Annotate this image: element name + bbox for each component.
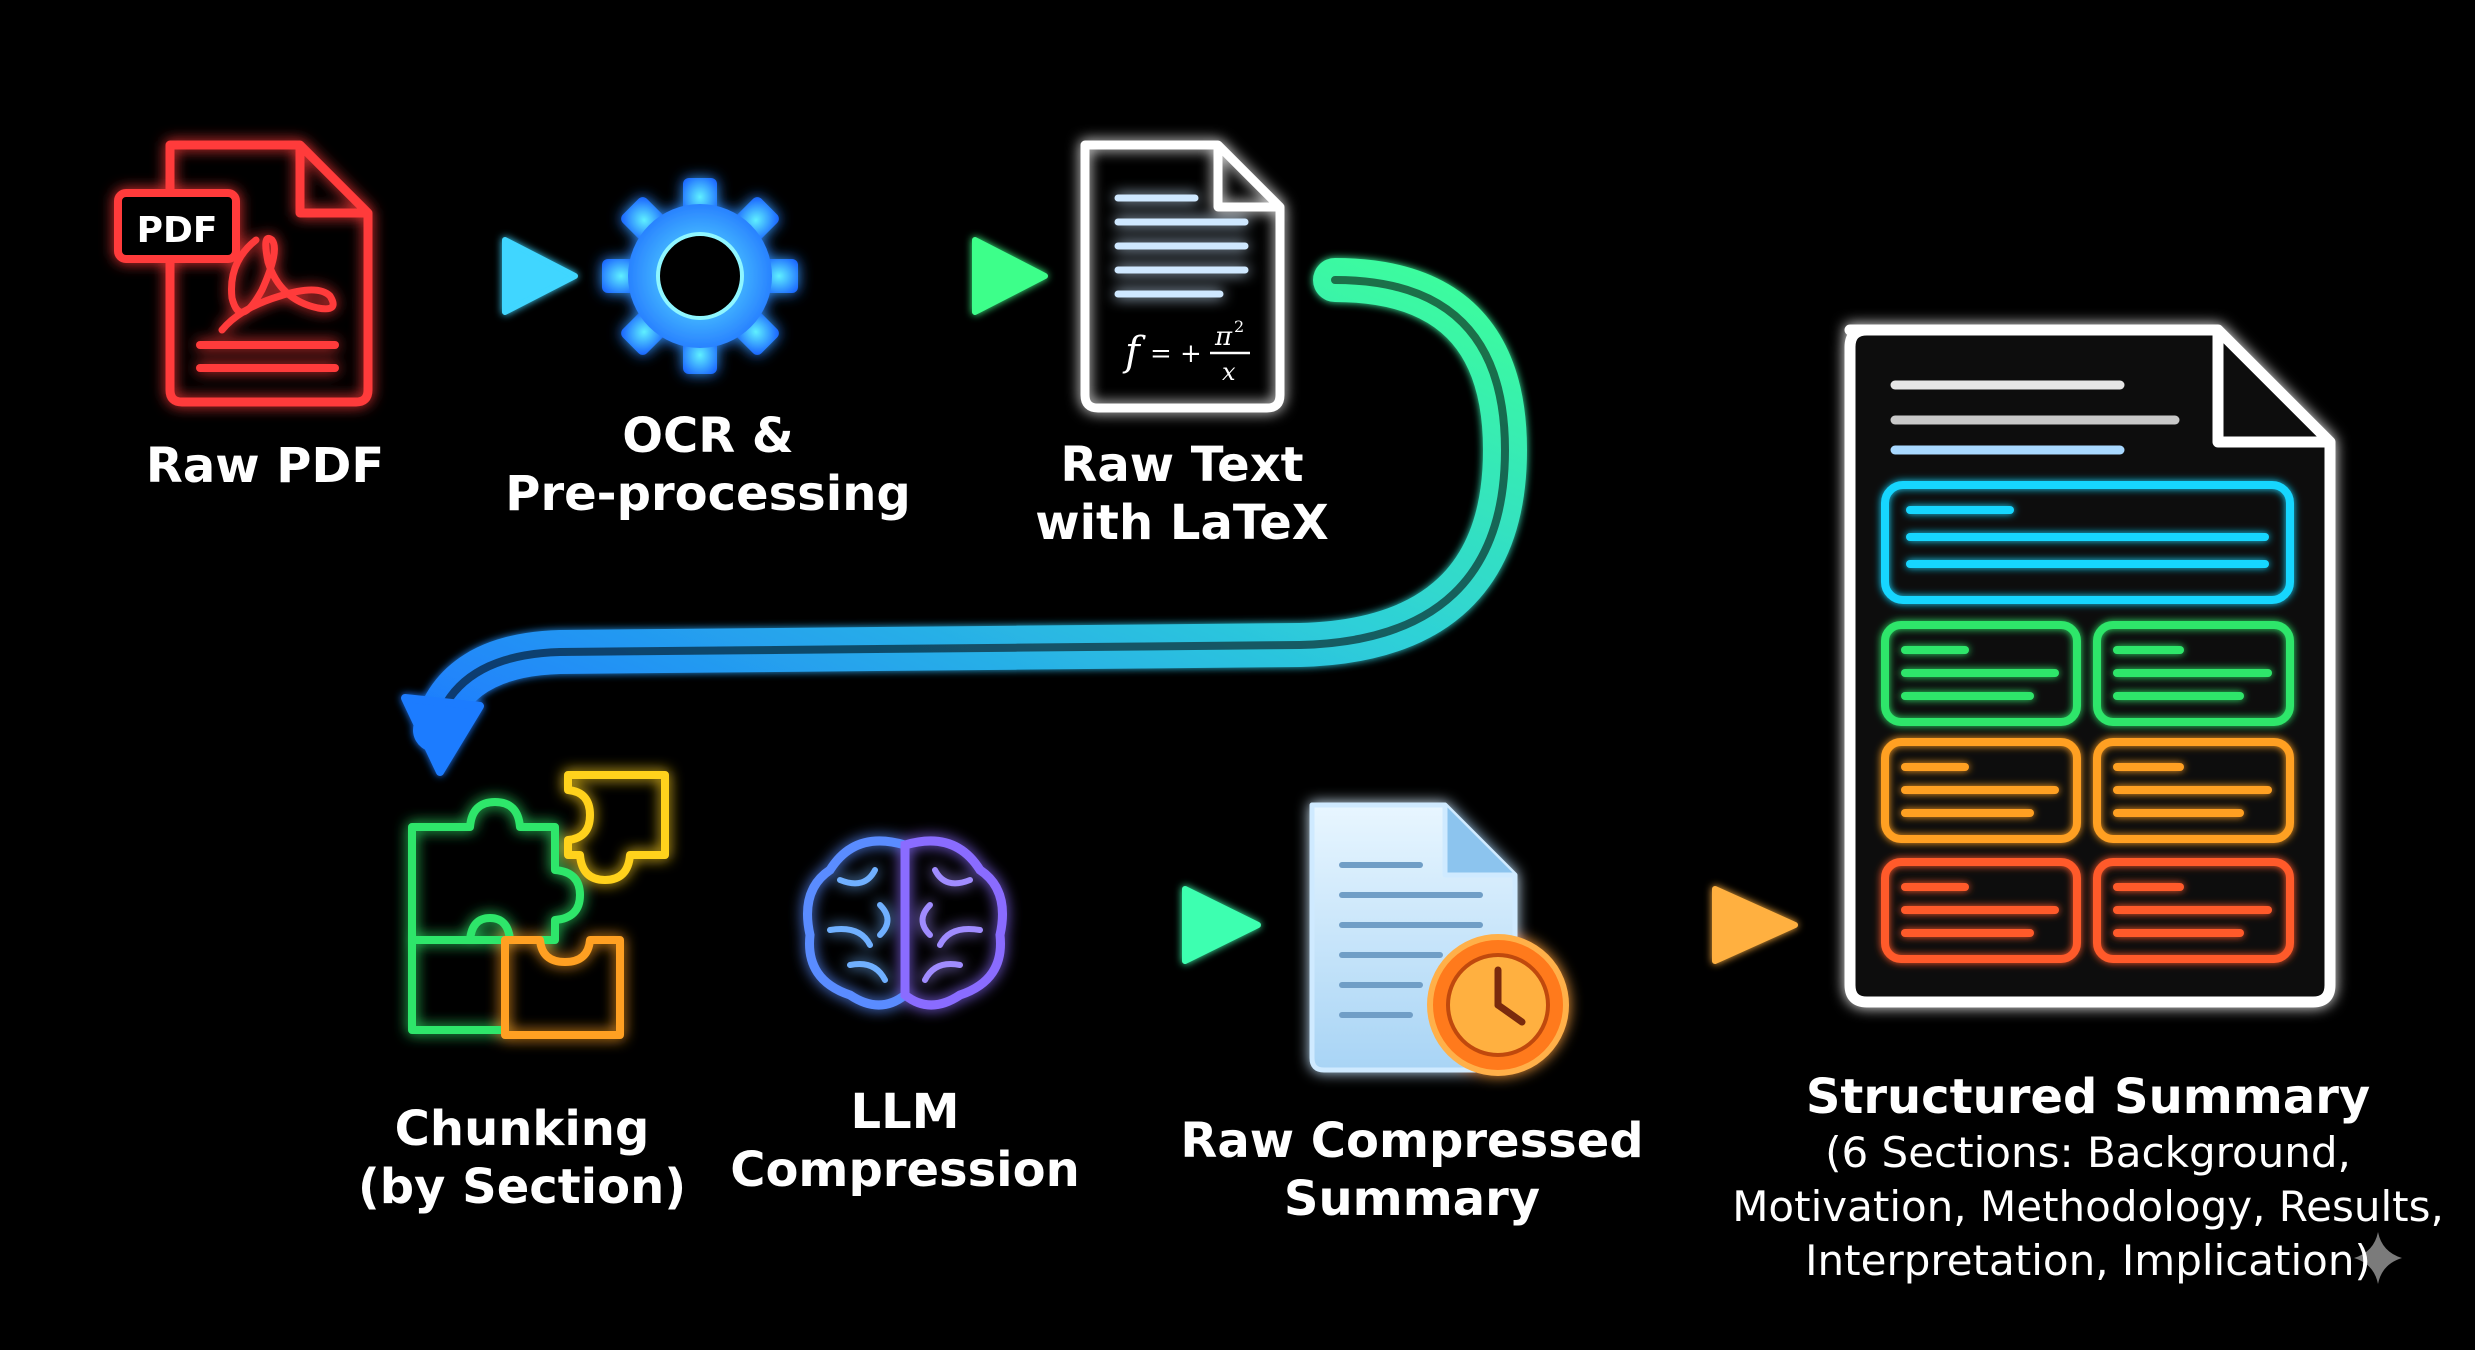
label-raw-pdf: Raw PDF: [146, 437, 384, 495]
arrow-pdf-to-ocr: [385, 237, 578, 315]
label-chunking-line2: (by Section): [357, 1159, 687, 1215]
arrow-llm-to-compressed: [1030, 886, 1261, 964]
brain-icon: [803, 836, 1007, 1010]
label-raw-text-line2: with LaTeX: [1035, 495, 1329, 551]
label-chunking-line1: Chunking: [394, 1101, 650, 1157]
section-green-left: [1881, 621, 2081, 726]
sparkle-icon: [2354, 1232, 2402, 1284]
label-structured-sub3: Interpretation, Implication): [1805, 1236, 2371, 1285]
pdf-badge-text: PDF: [137, 210, 218, 251]
label-chunking: Chunking (by Section): [358, 1100, 686, 1216]
section-summary-cyan: [1881, 481, 2294, 604]
label-llm-line2: Compression: [730, 1142, 1080, 1198]
document-clock-icon: [1309, 802, 1569, 1076]
gear-icon: [602, 178, 798, 374]
label-ocr-line1: OCR &: [622, 408, 794, 464]
section-red-right: [2093, 858, 2294, 963]
label-structured: Structured Summary (6 Sections: Backgrou…: [1732, 1068, 2444, 1288]
label-structured-title: Structured Summary: [1805, 1069, 2371, 1125]
formula-pi: π: [1214, 322, 1233, 352]
section-green-right: [2093, 621, 2294, 726]
label-structured-sub2: Motivation, Methodology, Results,: [1732, 1182, 2444, 1231]
label-ocr: OCR & Pre-processing: [505, 407, 910, 523]
formula-exp: 2: [1234, 317, 1244, 336]
pdf-document-icon: [114, 140, 373, 407]
section-orange-left: [1881, 738, 2081, 843]
formula-f: f: [1122, 329, 1146, 375]
section-orange-right: [2093, 738, 2294, 843]
label-raw-text-line1: Raw Text: [1060, 437, 1304, 493]
puzzle-icon: [408, 771, 669, 1039]
arrow-compressed-to-structured: [1575, 886, 1798, 964]
label-compressed: Raw Compressed Summary: [1180, 1112, 1643, 1228]
section-red-left: [1881, 858, 2081, 963]
label-llm: LLM Compression: [730, 1083, 1080, 1199]
curved-arrow-text-to-chunking: [401, 258, 1528, 776]
structured-document-icon: [1844, 324, 2336, 1008]
label-compressed-line2: Summary: [1283, 1171, 1541, 1227]
label-compressed-line1: Raw Compressed: [1180, 1113, 1644, 1169]
label-structured-sub1: (6 Sections: Background,: [1825, 1128, 2351, 1177]
formula-rest: = +: [1150, 339, 1202, 369]
formula-x: x: [1222, 358, 1236, 386]
latex-document-icon: [1080, 140, 1285, 413]
arrow-ocr-to-text: [830, 237, 1048, 315]
label-llm-line1: LLM: [850, 1084, 960, 1140]
label-ocr-line2: Pre-processing: [505, 466, 911, 522]
label-raw-pdf-text: Raw PDF: [145, 438, 385, 494]
label-raw-text: Raw Text with LaTeX: [1035, 436, 1329, 552]
